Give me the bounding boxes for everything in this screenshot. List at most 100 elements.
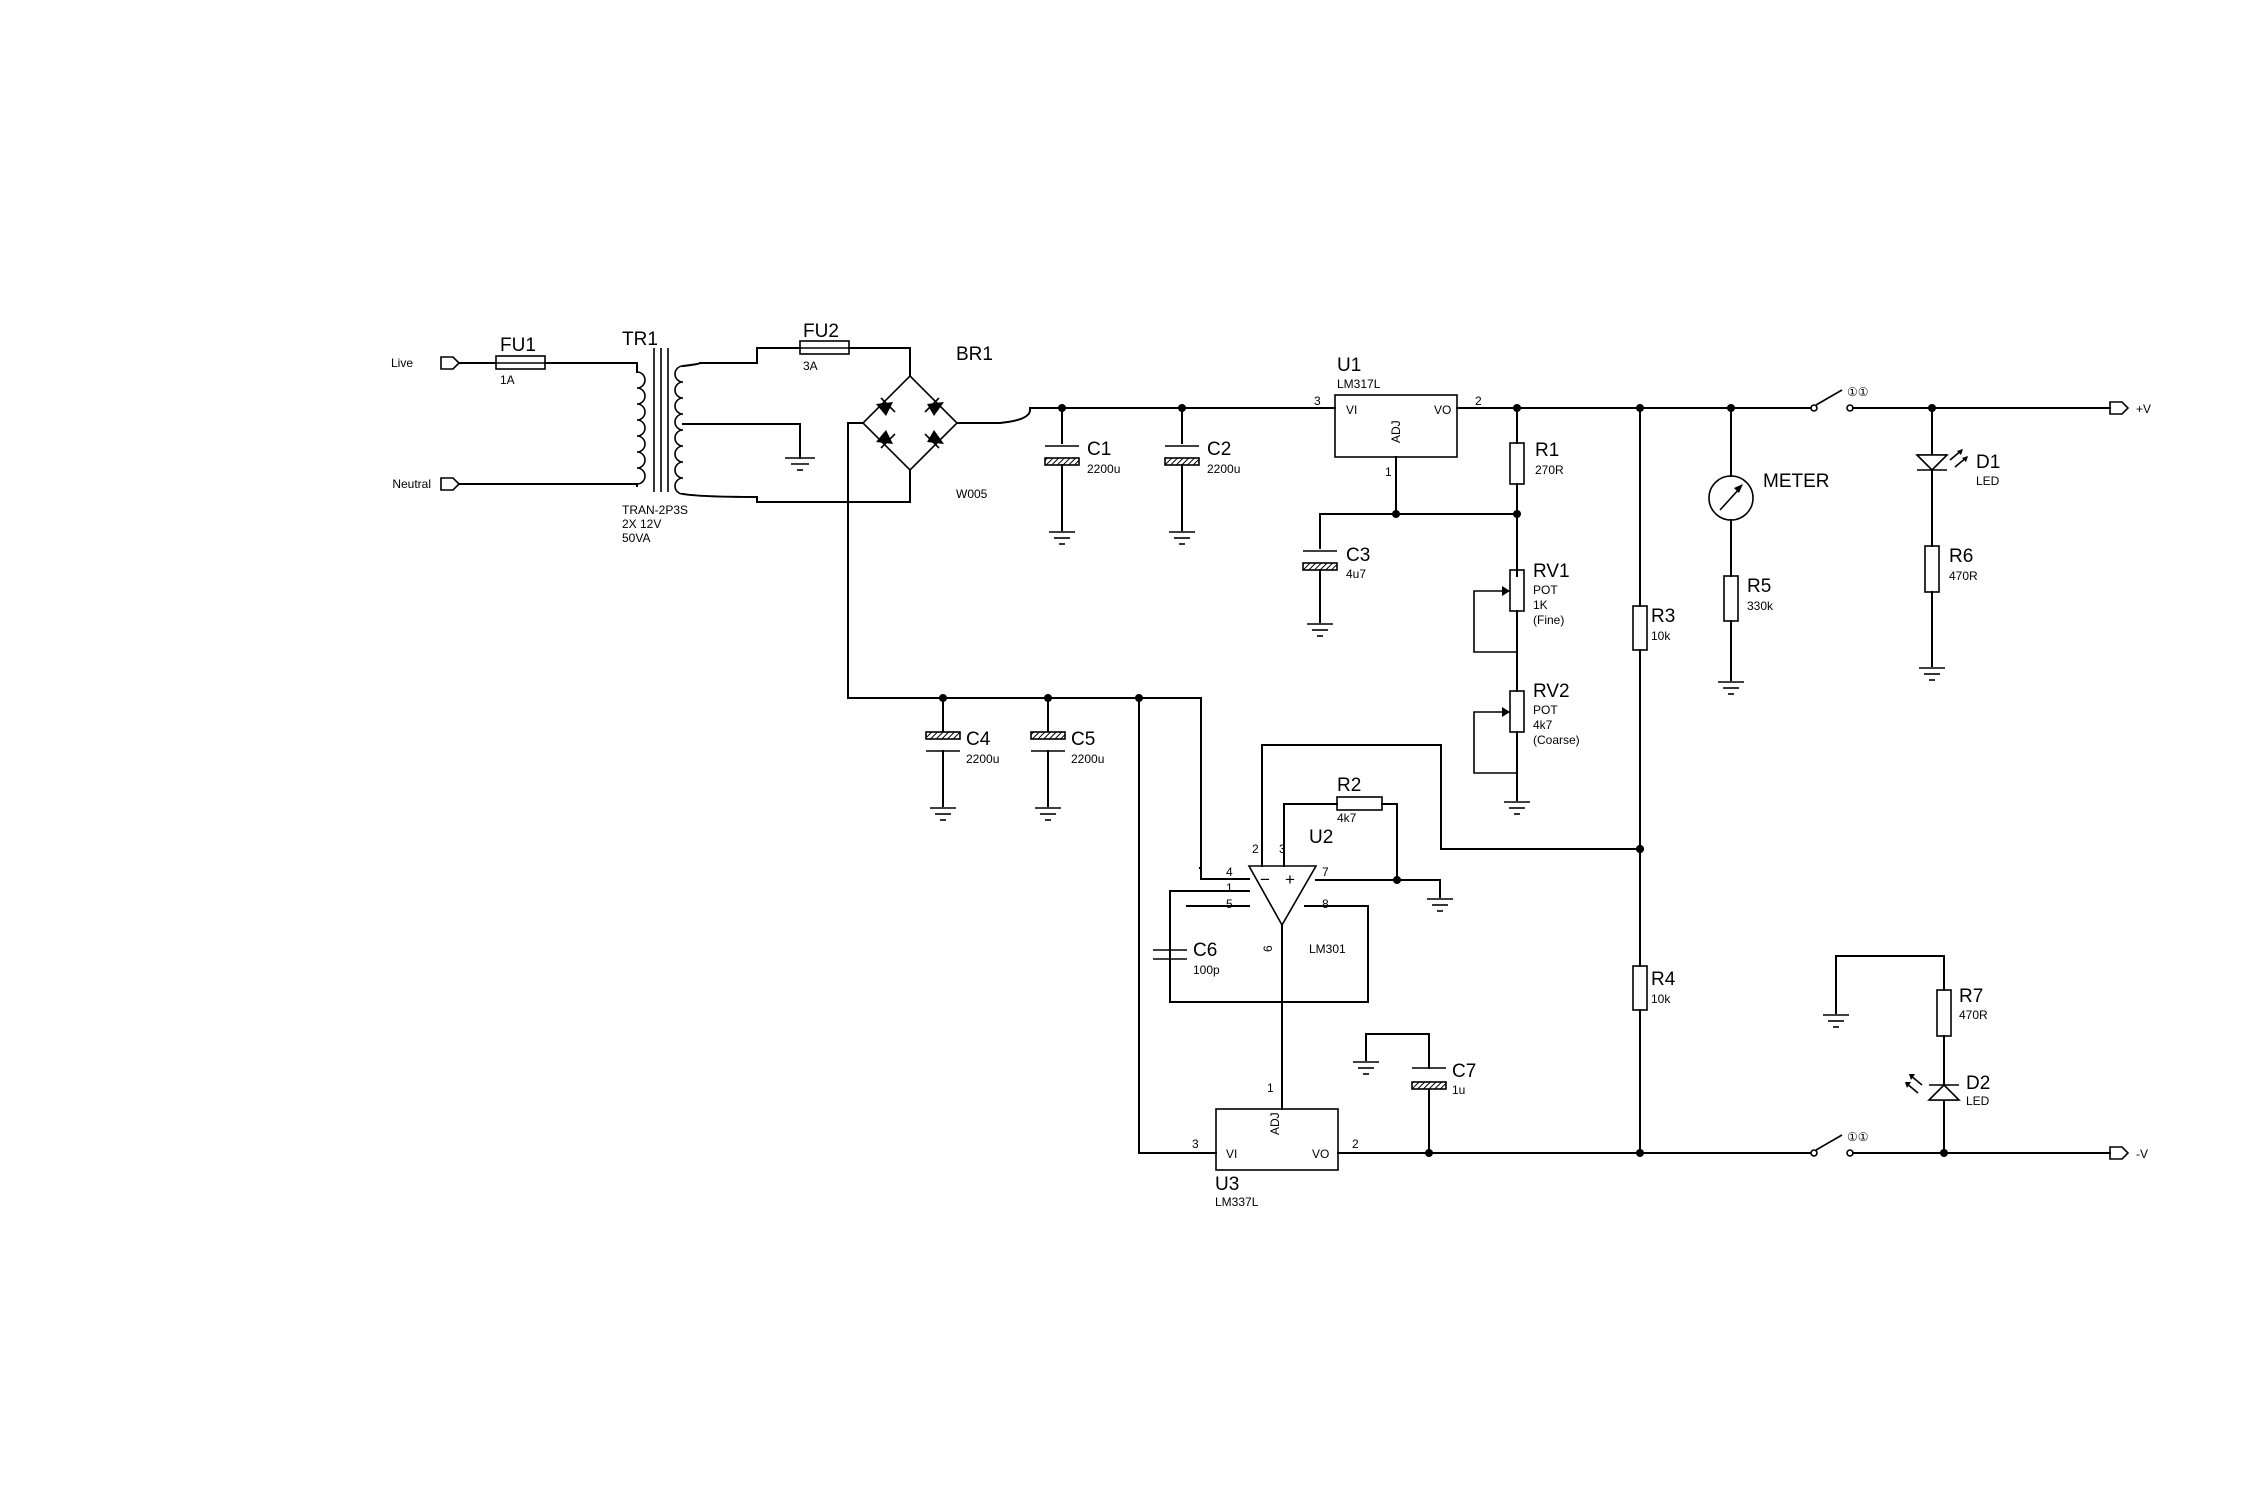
switch-positive: ①① [1810,385,2111,412]
u3-part: LM337L [1215,1195,1259,1209]
rv1-type: POT [1533,583,1558,597]
negative-output-terminal: -V [2109,1146,2148,1161]
capacitor-c7: C7 1u [1353,1033,1476,1154]
capacitor-c1: C1 2200u [1044,407,1120,545]
switch-negative: ①① [1810,1130,2111,1157]
ground-symbol [785,454,815,471]
u3-pin-adj: ADJ [1268,1112,1282,1135]
bridge-rectifier-br1: BR1 W005 [847,344,1031,699]
capacitor-c6: C6 100p [1153,890,1220,1003]
u1-num-adj: 1 [1385,465,1392,479]
c2-value: 2200u [1207,462,1240,476]
led-d1: D1 LED [1915,407,2000,547]
u3-input-wire [1138,697,1217,1154]
rv1-ref: RV1 [1533,561,1570,582]
u2-num-1: 1 [1226,881,1233,895]
br1-ref: BR1 [956,344,993,365]
rv1-note: (Fine) [1533,613,1564,627]
c4-value: 2200u [966,752,999,766]
neutral-label: Neutral [392,477,431,491]
positive-output-terminal: +V [2109,401,2151,416]
u2-minus: − [1260,870,1270,889]
pos-output-label: +V [2136,402,2151,416]
u2-ref: U2 [1309,827,1333,848]
u2-part: LM301 [1309,942,1346,956]
c5-value: 2200u [1071,752,1104,766]
capacitor-c3: C3 4u7 [1302,545,1370,637]
u2-num-7: 7 [1322,865,1329,879]
c7-value: 1u [1452,1083,1465,1097]
r2-ref: R2 [1337,775,1361,796]
r2-value: 4k7 [1337,811,1357,825]
d2-ref: D2 [1966,1073,1990,1094]
u3-num-vi: 3 [1192,1137,1199,1151]
neg-output-label: -V [2136,1147,2148,1161]
u3-num-adj: 1 [1267,1081,1274,1095]
fu1-value: 1A [500,373,515,387]
neutral-terminal: Neutral [392,477,461,491]
c2-ref: C2 [1207,439,1231,460]
fu1-ref: FU1 [500,335,536,356]
tr1-line3: 50VA [622,531,650,545]
u1-num-vo: 2 [1475,394,1482,408]
meter: METER [1708,407,1830,577]
u3-pin-vi: VI [1226,1147,1237,1161]
potentiometer-rv1: RV1 POT 1K (Fine) [1473,561,1570,692]
u2-plus: + [1285,870,1295,889]
u2-num-6: 6 [1261,945,1275,952]
tr1-ref: TR1 [622,329,658,350]
resistor-r1: R1 270R [1509,407,1564,577]
switch-positive-marks: ①① [1847,385,1869,399]
regulator-u1: VI VO ADJ 3 2 1 U1 LM317L [1311,355,1811,515]
opamp-u2: − + 2 3 4 1 5 7 8 6 U2 LM301 [1169,744,1641,1078]
live-label: Live [391,356,413,370]
c3-ref: C3 [1346,545,1370,566]
u3-pin-vo: VO [1312,1147,1329,1161]
rv1-value: 1K [1533,598,1548,612]
fu2-ref: FU2 [803,321,839,342]
transformer-tr1: TR1 TRAN-2P3S 2X 12V 50VA [622,329,911,545]
c4-ref: C4 [966,729,991,750]
u1-pin-vi: VI [1346,403,1357,417]
led-d2: D2 LED [1905,1035,1990,1154]
tr1-line2: 2X 12V [622,517,661,531]
d2-value: LED [1966,1094,1990,1108]
c7-ref: C7 [1452,1061,1476,1082]
resistor-r6: R6 470R [1919,545,1978,681]
capacitor-c5: C5 2200u [1030,697,1104,821]
u1-ref: U1 [1337,355,1361,376]
br1-part: W005 [956,487,988,501]
d1-ref: D1 [1976,452,2000,473]
c6-ref: C6 [1193,940,1217,961]
r5-value: 330k [1747,599,1774,613]
rv2-value: 4k7 [1533,718,1553,732]
rv2-type: POT [1533,703,1558,717]
c1-value: 2200u [1087,462,1120,476]
u1-num-vi: 3 [1314,394,1321,408]
r1-value: 270R [1535,463,1564,477]
fuse-fu2: FU2 3A [756,321,911,377]
u2-num-3: 3 [1279,842,1286,856]
c3-value: 4u7 [1346,567,1366,581]
r4-ref: R4 [1651,969,1676,990]
u3-ref: U3 [1215,1174,1239,1195]
c6-value: 100p [1193,963,1220,977]
u3-num-vo: 2 [1352,1137,1359,1151]
u1-pin-vo: VO [1434,403,1451,417]
r3-ref: R3 [1651,606,1675,627]
r6-value: 470R [1949,569,1978,583]
meter-label: METER [1763,471,1830,492]
r1-ref: R1 [1535,440,1559,461]
r6-ref: R6 [1949,546,1973,567]
resistor-r4: R4 10k [1632,965,1676,1154]
r4-value: 10k [1651,992,1671,1006]
capacitor-c4: C4 2200u [925,697,999,821]
rv2-ref: RV2 [1533,681,1570,702]
u2-num-2: 2 [1252,842,1259,856]
tr1-line1: TRAN-2P3S [622,503,688,517]
u1-part: LM317L [1337,377,1381,391]
r7-value: 470R [1959,1008,1988,1022]
u2-num-4: 4 [1226,865,1233,879]
resistor-r7: R7 470R [1823,955,1988,1037]
